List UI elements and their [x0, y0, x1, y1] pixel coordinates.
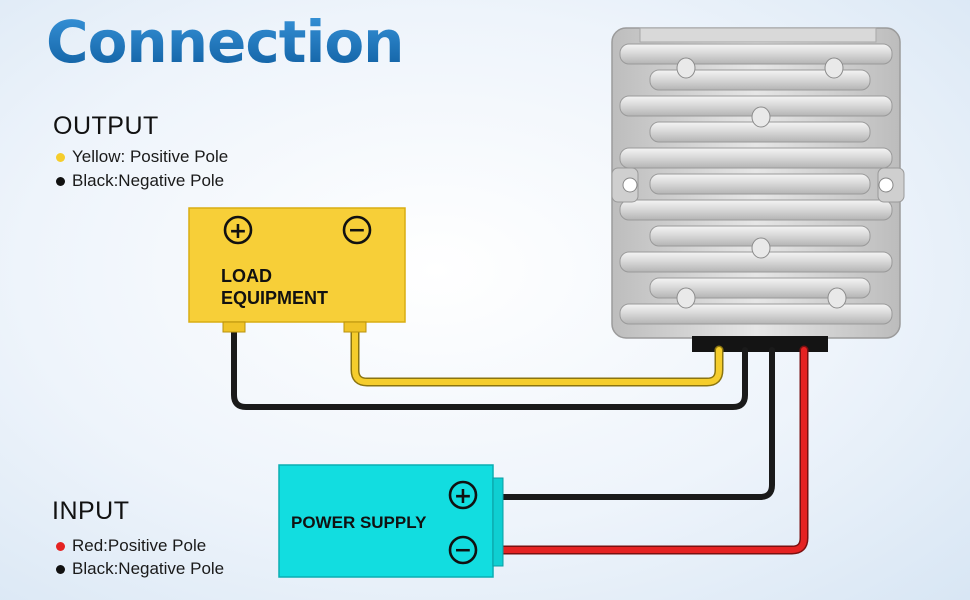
- red-dot-icon: [56, 541, 65, 551]
- load-equipment-box: + −: [188, 207, 406, 333]
- power-supply-box: + −: [278, 464, 504, 578]
- load-plus-symbol: +: [229, 219, 247, 244]
- heatsink-fin: [649, 173, 871, 195]
- wire-black-negative-input: [497, 347, 775, 500]
- output-heading: OUTPUT: [53, 112, 159, 140]
- output-legend-negative-text: Black:Negative Pole: [72, 171, 225, 190]
- cable-gland: [692, 336, 828, 352]
- input-legend-negative-text: Black:Negative Pole: [72, 559, 225, 578]
- load-label-line2: EQUIPMENT: [221, 288, 329, 308]
- page-title: Connection: [46, 8, 404, 76]
- supply-plus-symbol: +: [454, 484, 472, 509]
- black-dot-icon: [56, 176, 65, 186]
- output-legend-positive: Yellow: Positive Pole: [56, 147, 228, 167]
- output-legend-positive-text: Yellow: Positive Pole: [72, 147, 229, 166]
- output-legend-negative: Black:Negative Pole: [56, 171, 224, 191]
- supply-positive-terminal: +: [448, 480, 478, 510]
- heatsink-fin: [649, 277, 871, 299]
- wires: [231, 323, 809, 555]
- wire-black-negative-output: [231, 327, 748, 410]
- load-equipment-label: LOAD EQUIPMENT: [221, 265, 328, 309]
- input-legend-positive: Red:Positive Pole: [56, 536, 206, 556]
- converter-module: [611, 27, 905, 352]
- input-heading: INPUT: [52, 497, 130, 525]
- power-supply-label: POWER SUPPLY: [291, 513, 427, 532]
- yellow-dot-icon: [56, 152, 65, 162]
- load-minus-symbol: −: [348, 218, 366, 243]
- load-label-line1: LOAD: [221, 266, 272, 286]
- heatsink-fin: [619, 147, 893, 169]
- screws: [676, 57, 847, 309]
- input-legend-positive-text: Red:Positive Pole: [72, 536, 207, 555]
- supply-minus-symbol: −: [454, 538, 472, 563]
- heatsink-fin: [619, 43, 893, 65]
- supply-negative-terminal: −: [448, 535, 478, 565]
- load-positive-terminal: +: [223, 215, 253, 245]
- heatsink-fin: [619, 199, 893, 221]
- input-legend-negative: Black:Negative Pole: [56, 559, 224, 579]
- heatsink-fins: [619, 43, 893, 325]
- black-dot-icon: [56, 564, 65, 574]
- load-negative-terminal: −: [342, 215, 372, 245]
- heatsink-fin: [649, 69, 871, 91]
- heatsink-fin: [619, 303, 893, 325]
